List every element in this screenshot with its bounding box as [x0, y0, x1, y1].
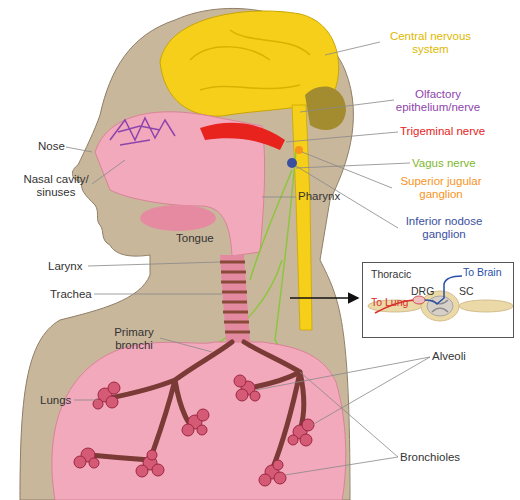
part-label: Nasal cavity/ sinuses [18, 173, 94, 199]
olfactory-nerve [110, 118, 175, 145]
part-label: Nose [38, 140, 65, 153]
part-label: Inferior nodose ganglion [398, 215, 490, 241]
superior-jugular-ganglion [295, 146, 303, 154]
part-label: Tongue [176, 232, 214, 245]
brain-fold [190, 30, 310, 90]
part-label: Lungs [40, 394, 71, 407]
trachea-rings [220, 262, 250, 332]
spinal-section [368, 276, 513, 321]
part-label: Trachea [50, 288, 92, 301]
inset-arrow [290, 297, 358, 299]
leader-lines [66, 42, 430, 475]
alveoli-clusters [74, 375, 314, 486]
trigeminal-nerve [200, 123, 285, 150]
inset-box: Thoracic To Brain To LungDRG SC [362, 262, 514, 338]
lungs [52, 342, 346, 500]
part-label: Larynx [48, 260, 83, 273]
cerebellum [305, 87, 346, 130]
part-label: Vagus nerve [412, 157, 476, 170]
inset-label: To Brain [463, 266, 502, 278]
bronchi [90, 342, 304, 470]
inset-label: SC [459, 285, 474, 297]
part-label: Superior jugular ganglion [392, 175, 490, 201]
tongue [140, 205, 216, 231]
part-label: Pharynx [298, 190, 340, 203]
inset-label: Thoracic [371, 268, 411, 280]
part-label: Trigeminal nerve [400, 125, 485, 138]
part-label: Alveoli [432, 350, 466, 363]
part-label: Primary bronchi [104, 326, 164, 352]
part-label: Bronchioles [400, 451, 460, 464]
trachea [220, 255, 250, 342]
part-label: Olfactory epithelium/nerve [392, 88, 484, 114]
inset-label: DRG [411, 285, 434, 297]
part-label: Central nervous system [383, 30, 478, 56]
spinal-cord [292, 105, 312, 330]
inferior-nodose-ganglion [287, 158, 297, 168]
inset-label: To Lung [371, 296, 408, 308]
body-silhouette [20, 8, 353, 500]
